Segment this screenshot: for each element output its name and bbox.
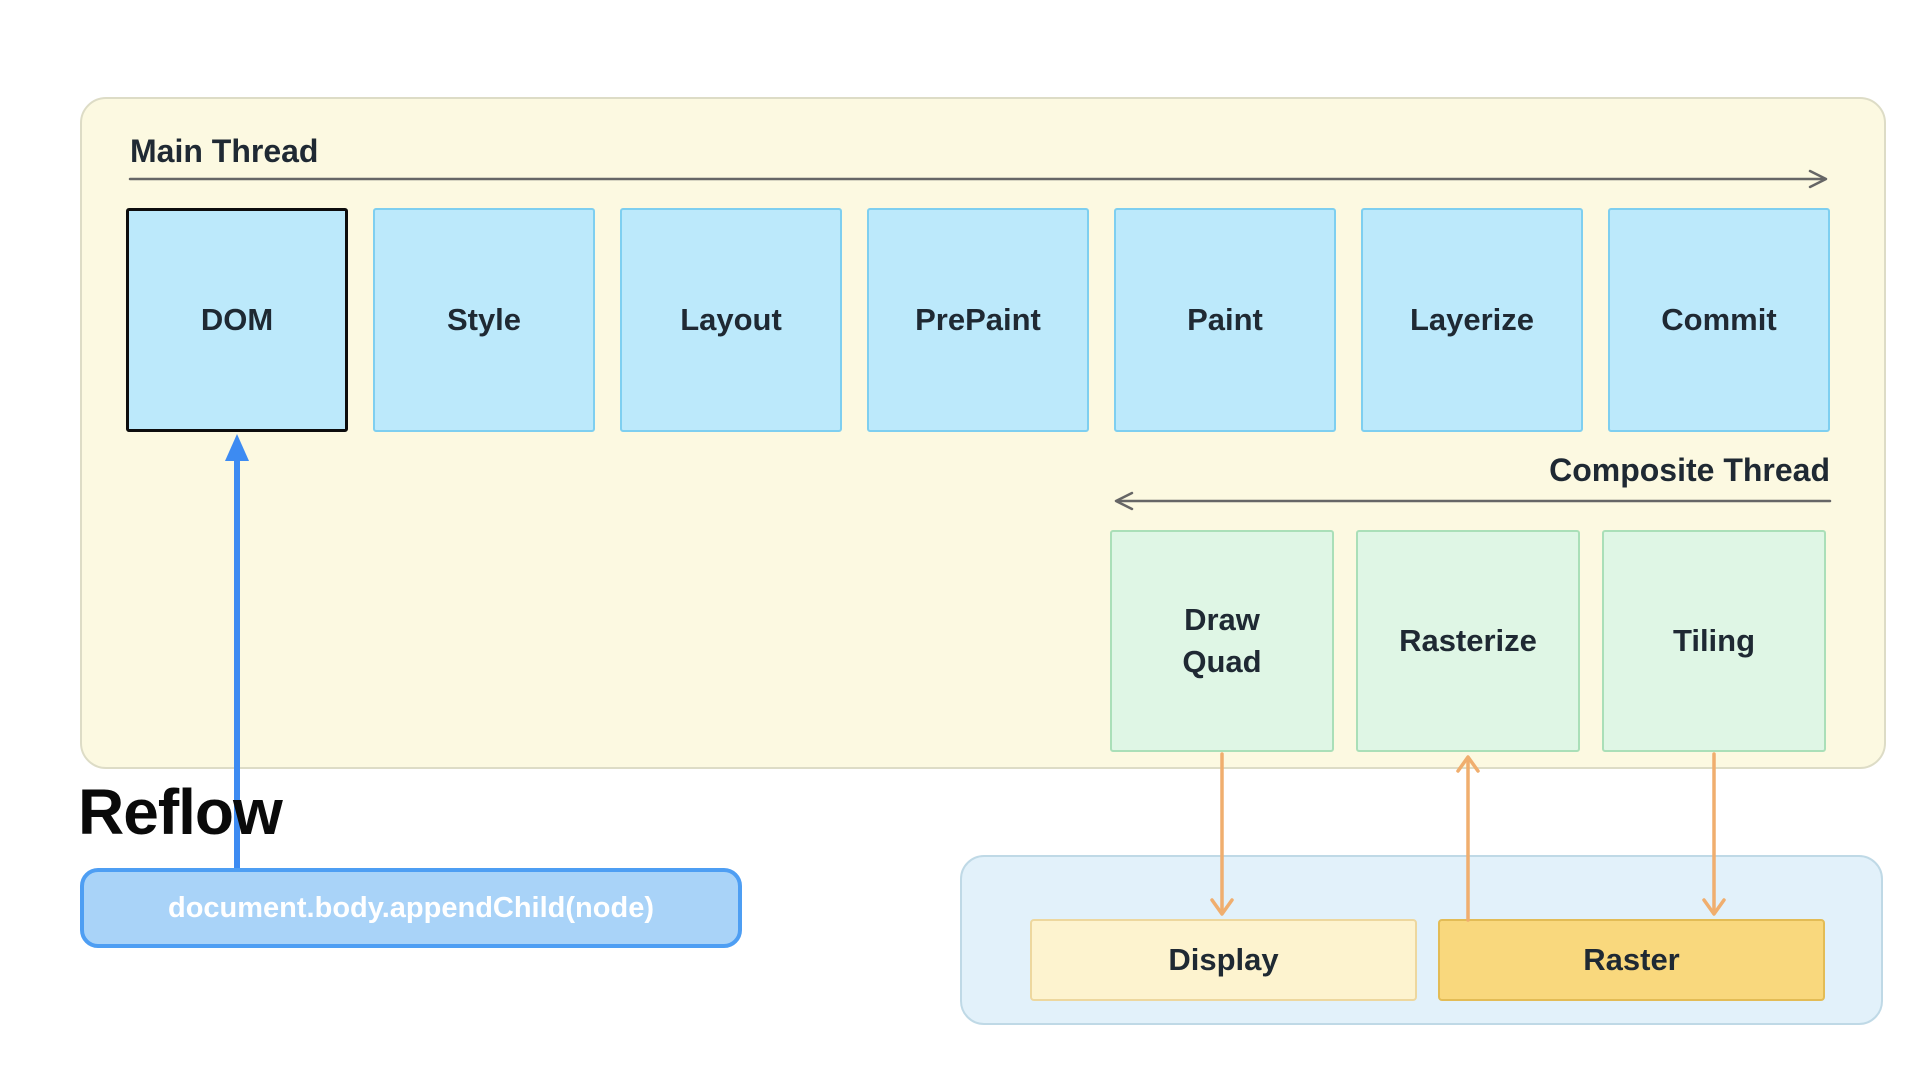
pipeline-stage-rasterize: Rasterize <box>1356 530 1580 752</box>
arrow-head <box>1808 169 1828 189</box>
pipeline-stage-style: Style <box>373 208 595 432</box>
main-thread-label: Main Thread <box>130 133 319 169</box>
reflow-code-pill: document.body.appendChild(node) <box>80 868 742 948</box>
stage-label: Display <box>1168 942 1279 977</box>
stage-label: Rasterize <box>1399 623 1537 659</box>
arrow-head <box>225 434 249 461</box>
pipeline-stage-tiling: Tiling <box>1602 530 1826 752</box>
stage-label: Tiling <box>1672 623 1756 659</box>
reflow-title: Reflow <box>78 776 283 848</box>
stage-label: PrePaint <box>915 302 1041 338</box>
composite-thread-arrow <box>1114 491 1832 511</box>
pipeline-stage-commit: Commit <box>1608 208 1830 432</box>
stage-label: Paint <box>1187 302 1263 338</box>
pipeline-stage-draw-quad: Draw Quad <box>1110 530 1334 752</box>
tiling-to-raster-arrow <box>1702 752 1726 916</box>
pipeline-stage-layout: Layout <box>620 208 842 432</box>
reflow-arrow <box>225 434 249 873</box>
stage-label: DOM <box>200 302 274 338</box>
code-text: document.body.appendChild(node) <box>168 891 654 924</box>
raster-to-rasterize-arrow <box>1456 755 1480 922</box>
stage-label: Draw Quad <box>1182 602 1262 679</box>
arrow-head <box>1702 898 1726 916</box>
pipeline-stage-dom: DOM <box>126 208 348 432</box>
stage-label: Commit <box>1661 302 1777 338</box>
pipeline-stage-layerize: Layerize <box>1361 208 1583 432</box>
arrow-head <box>1456 755 1480 773</box>
pipeline-stage-prepaint: PrePaint <box>867 208 1089 432</box>
stage-label: Style <box>446 302 522 338</box>
stage-label: Layout <box>680 302 782 338</box>
drawquad-to-display-arrow <box>1210 752 1234 916</box>
output-stage-display: Display <box>1030 919 1417 1001</box>
composite-thread-label: Composite Thread <box>1549 452 1830 488</box>
output-stage-raster: Raster <box>1438 919 1825 1001</box>
pipeline-stage-paint: Paint <box>1114 208 1336 432</box>
arrow-head <box>1210 898 1234 916</box>
stage-label: Raster <box>1583 942 1680 977</box>
stage-label: Layerize <box>1409 302 1535 338</box>
main-thread-arrow <box>128 169 1828 189</box>
arrow-head <box>1114 491 1134 511</box>
